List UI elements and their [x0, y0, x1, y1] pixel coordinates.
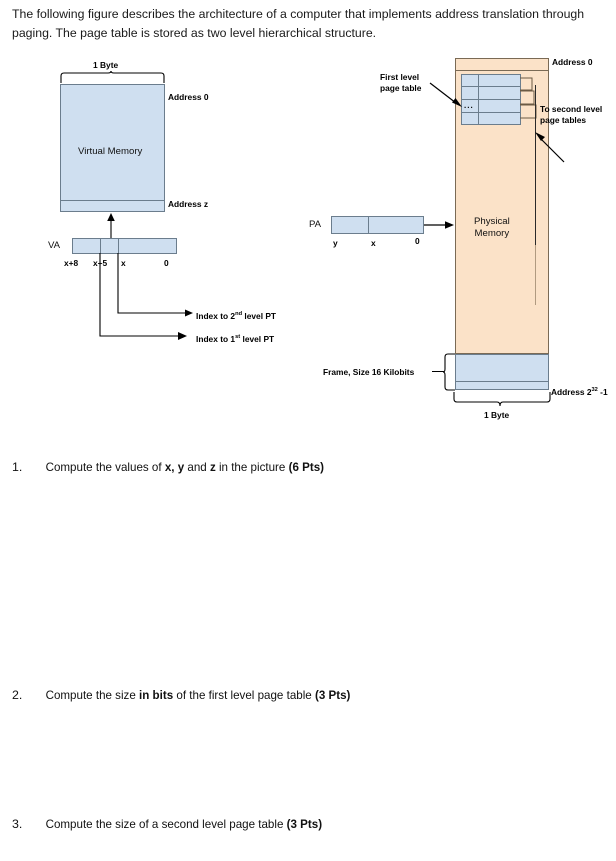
question-2-bold-1: in bits	[139, 689, 174, 702]
to-second-level-callout: To second level page tables	[540, 104, 602, 126]
va-label: VA	[48, 240, 61, 251]
vm-top-brace	[60, 70, 165, 84]
to-second-level-line1: To second level	[540, 104, 603, 114]
question-2-number: 2.	[12, 688, 23, 702]
pt-row-divider-3	[462, 112, 520, 113]
question-1-bold-1: x, y	[164, 461, 185, 474]
pa-to-pm-arrow	[424, 218, 456, 232]
pa-bit-label-1: x	[371, 238, 376, 248]
question-1-bold-2: z	[209, 461, 216, 474]
index-1st-level-pt-label: Index to 1st level PT	[196, 332, 274, 345]
question-3-points: (3 Pts)	[286, 818, 323, 831]
pt-to-bus-connectors	[520, 74, 540, 130]
intro-paragraph: The following figure describes the archi…	[12, 7, 585, 40]
first-level-pt-line2: page table	[380, 83, 422, 93]
question-3-number: 3.	[12, 817, 23, 831]
va-divider-1	[100, 239, 101, 253]
va-bit-label-2: x	[121, 258, 126, 268]
pm-byte-label: 1 Byte	[484, 410, 510, 420]
pm-address-bottom-prefix: Address 2	[551, 386, 592, 397]
pt-col-divider	[478, 75, 479, 124]
va-to-vm-arrow	[104, 213, 118, 241]
pt-row-divider-2	[462, 99, 520, 100]
question-2: 2. Compute the size in bits of the first…	[12, 687, 350, 704]
index-2nd-tail: level PT	[242, 310, 277, 321]
to-second-level-line2: page tables	[540, 115, 587, 125]
va-index-leader-lines	[60, 253, 220, 341]
pm-address-bottom-tail: -1	[597, 386, 608, 397]
pm-bottom-brace	[453, 392, 551, 408]
question-1-points: (6 Pts)	[288, 461, 325, 474]
first-level-page-table-callout: First level page table	[380, 72, 421, 94]
index-1st-text: Index to 1	[196, 333, 236, 344]
question-1-mid: and	[184, 461, 210, 474]
virtual-memory-label: Virtual Memory	[78, 146, 143, 157]
second-level-pt-bus-line-faded	[535, 245, 537, 305]
vm-address-z-label: Address z	[168, 199, 209, 209]
physical-memory-top-divider	[456, 70, 548, 71]
question-1-tail: in the picture	[215, 461, 289, 474]
question-3: 3. Compute the size of a second level pa…	[12, 816, 322, 833]
pa-register	[331, 216, 424, 234]
virtual-memory-block	[60, 84, 165, 212]
question-1-number: 1.	[12, 460, 23, 474]
question-2-points: (3 Pts)	[314, 689, 351, 702]
question-1-lead: Compute the values of	[45, 461, 165, 474]
physical-memory-label-line1: Physical	[474, 216, 510, 227]
pm-address-bottom-sup: 32	[591, 387, 598, 393]
index-2nd-level-pt-label: Index to 2nd level PT	[196, 309, 276, 322]
pt-ellipsis: ...	[464, 101, 474, 110]
first-level-pt-arrow	[429, 82, 464, 110]
virtual-memory-bottom-divider	[61, 200, 164, 201]
frame-block	[455, 354, 549, 390]
frame-left-brace	[442, 353, 456, 391]
physical-memory-label-line2: Memory	[474, 228, 510, 239]
physical-memory-label: Physical Memory	[474, 216, 510, 240]
va-bit-label-3: 0	[164, 258, 169, 268]
frame-size-label: Frame, Size 16 Kilobits	[323, 367, 415, 377]
pt-row-divider-1	[462, 86, 520, 87]
index-2nd-text: Index to 2	[196, 310, 236, 321]
question-2-lead: Compute the size	[45, 689, 140, 702]
question-1: 1. Compute the values of x, y and z in t…	[12, 459, 324, 476]
vm-address-0-label: Address 0	[168, 92, 209, 102]
va-divider-2	[118, 239, 119, 253]
index-1st-sup: st	[235, 334, 241, 340]
pa-bit-label-2: 0	[415, 236, 420, 246]
second-level-pt-bus-line	[535, 85, 537, 245]
va-register	[72, 238, 177, 254]
frame-label-leader	[432, 371, 444, 372]
first-level-pt-line1: First level	[380, 72, 420, 82]
pa-divider	[368, 217, 369, 233]
index-1st-tail: level PT	[240, 333, 275, 344]
to-second-level-arrow	[534, 128, 566, 164]
pa-bit-label-0: y	[333, 238, 338, 248]
question-3-lead: Compute the size of a second level page …	[45, 818, 287, 831]
va-bit-label-0: x+8	[64, 258, 79, 268]
pm-address-bottom-label: Address 232 -1	[551, 385, 608, 398]
index-2nd-sup: nd	[235, 311, 243, 317]
pm-address-0-label: Address 0	[552, 57, 593, 67]
vm-byte-label: 1 Byte	[93, 60, 119, 70]
frame-inner-divider	[456, 381, 548, 382]
pa-label: PA	[309, 219, 322, 230]
question-2-mid: of the first level page table	[173, 689, 315, 702]
